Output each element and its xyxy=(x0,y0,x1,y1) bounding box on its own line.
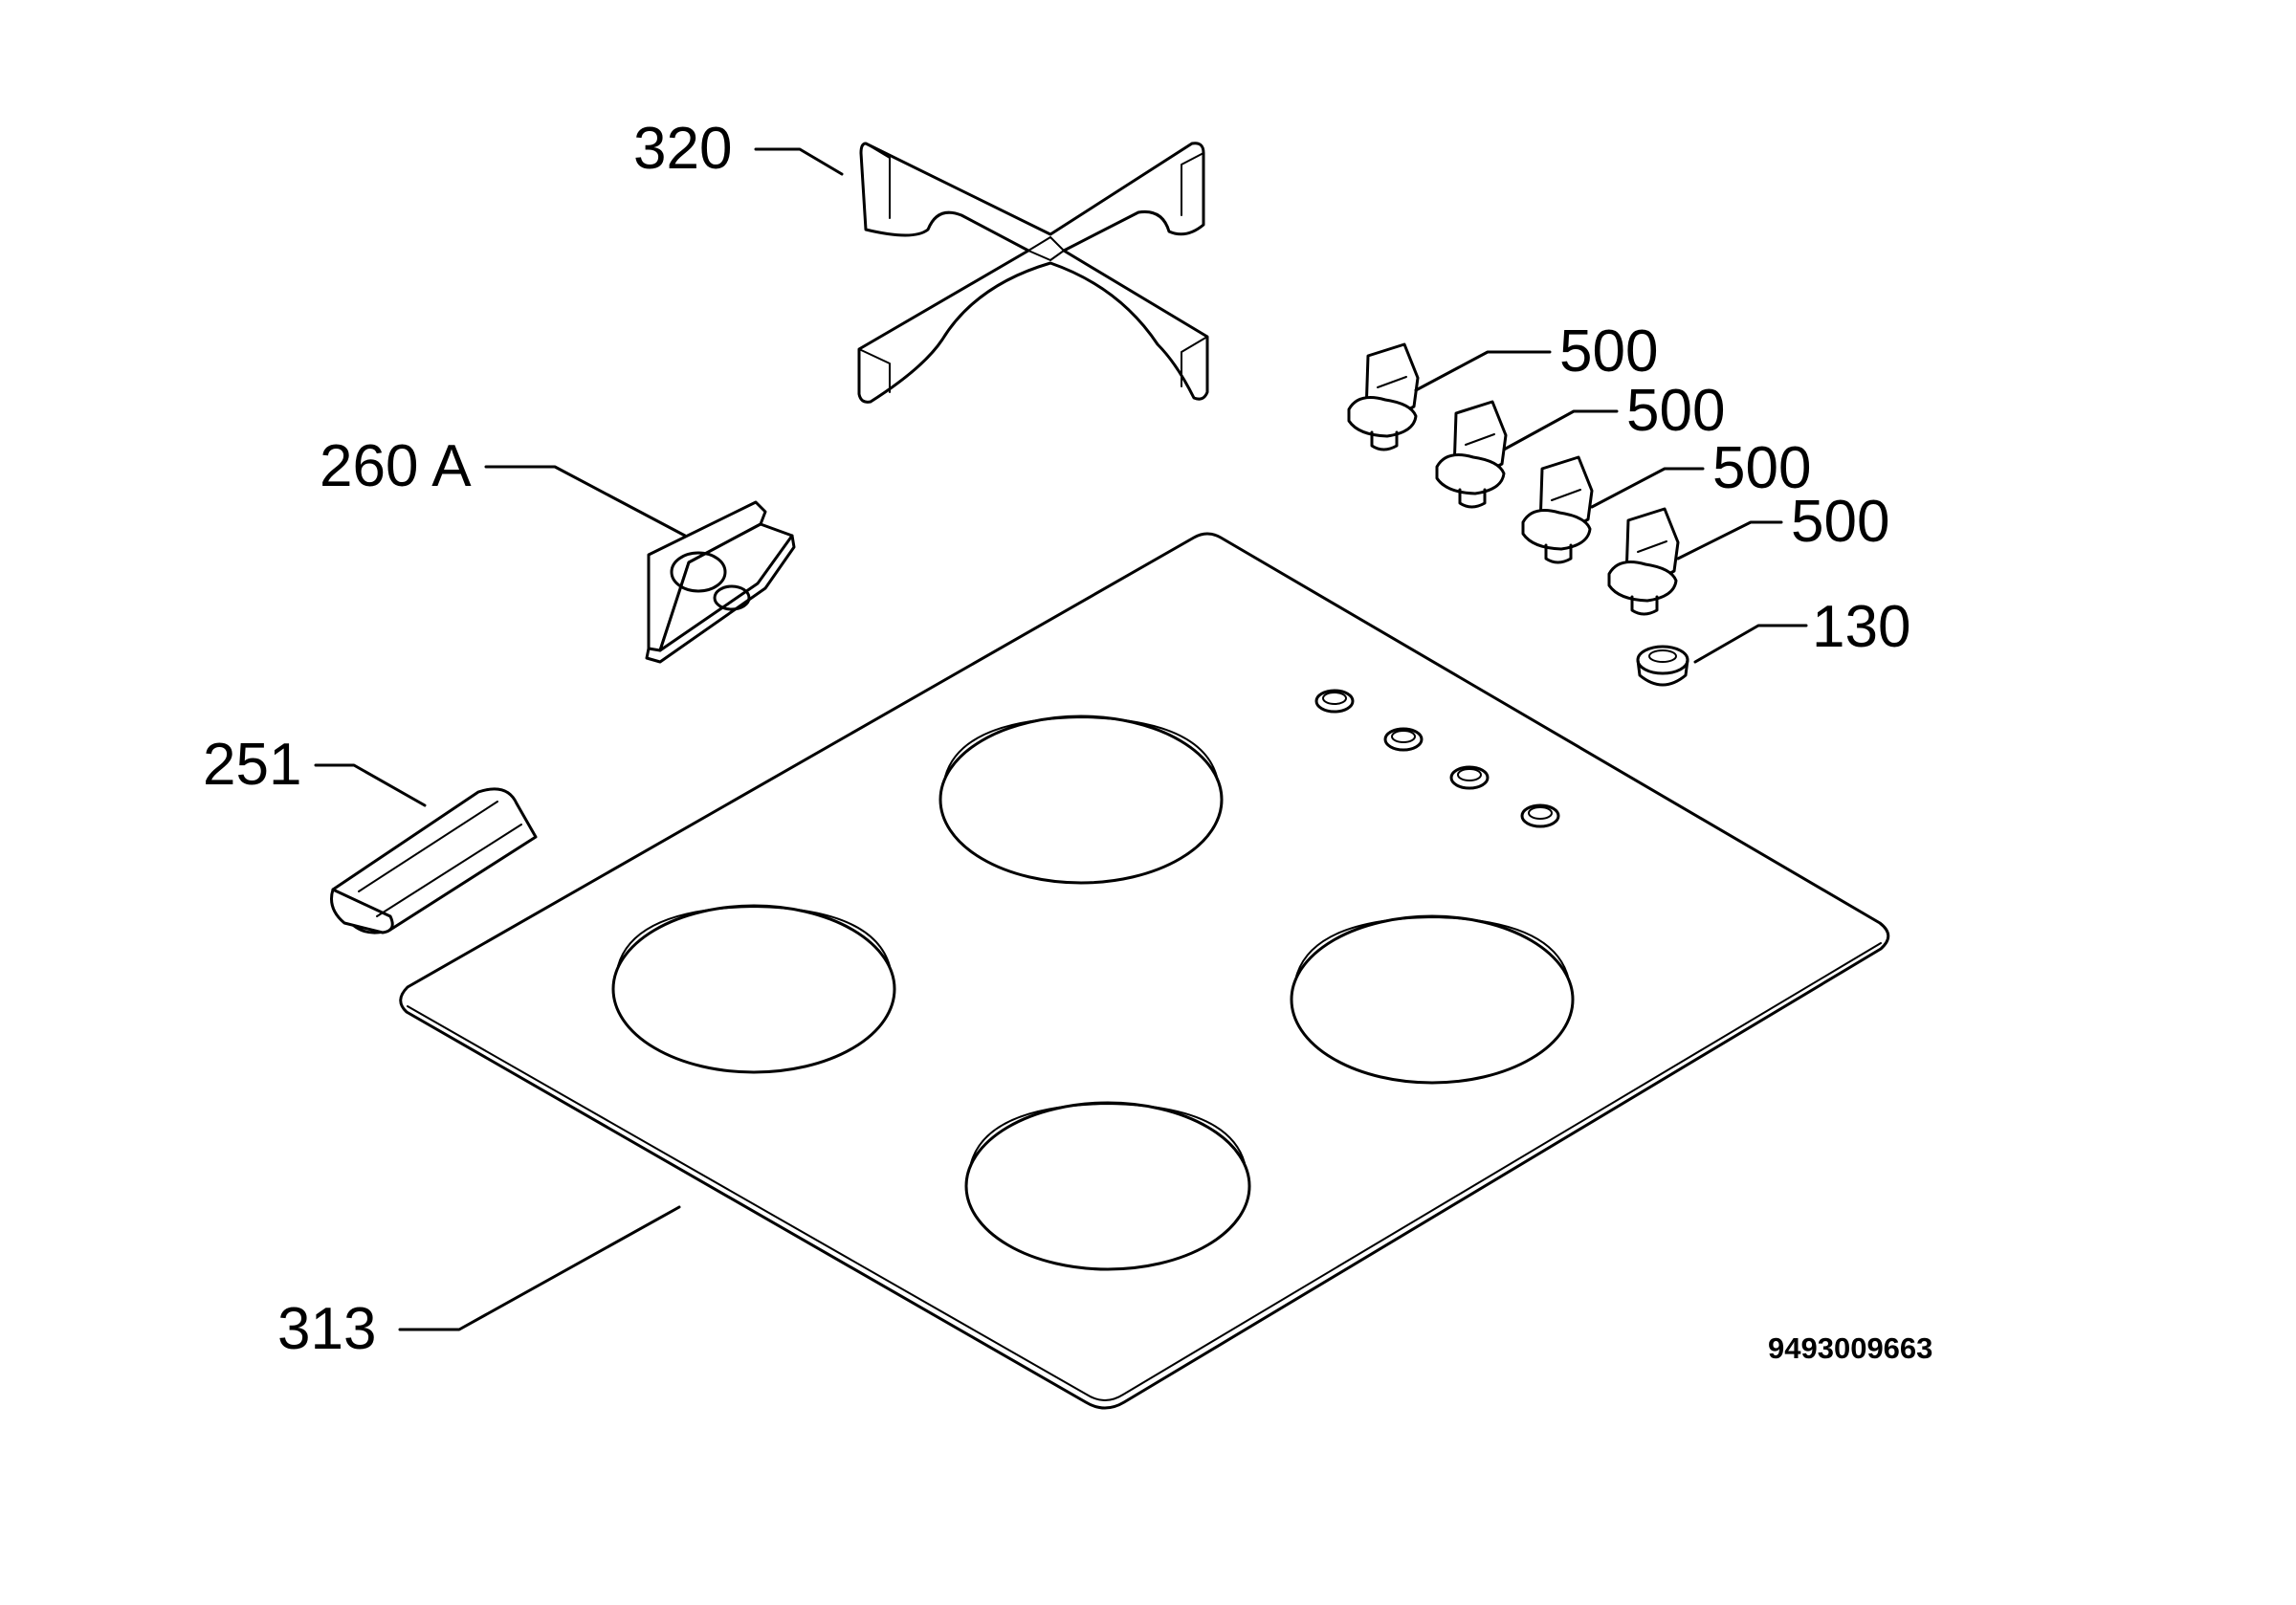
burner-hole-rear xyxy=(938,715,1224,885)
callout-500-4: 500 xyxy=(1791,489,1889,555)
leader-260a xyxy=(484,465,687,538)
control-knob-4 xyxy=(1607,507,1680,616)
knob-holes xyxy=(1314,689,1560,828)
leader-500-1 xyxy=(1414,350,1552,392)
burner-hole-left xyxy=(611,904,896,1074)
callout-500-2: 500 xyxy=(1626,378,1725,444)
leader-251 xyxy=(314,763,427,807)
callout-130: 130 xyxy=(1812,594,1910,660)
burner-hole-right xyxy=(1290,914,1575,1085)
callout-251: 251 xyxy=(203,732,301,798)
fixing-clip xyxy=(330,787,538,934)
callout-313: 313 xyxy=(277,1296,376,1362)
control-knob-1 xyxy=(1347,342,1420,451)
burner-hole-front xyxy=(964,1101,1251,1271)
control-knob-2 xyxy=(1435,400,1508,509)
callout-500-3: 500 xyxy=(1712,435,1811,501)
hob-top-panel xyxy=(399,532,1890,1410)
callout-500-1: 500 xyxy=(1559,319,1658,385)
leader-500-3 xyxy=(1590,467,1705,509)
leader-500-2 xyxy=(1502,409,1619,451)
pan-support-grid xyxy=(857,142,1209,404)
callout-260a: 260 A xyxy=(320,433,472,499)
control-knob-3 xyxy=(1521,455,1594,564)
leader-320 xyxy=(754,147,844,176)
fixing-bracket xyxy=(645,500,796,664)
drawing-code: 9493009663 xyxy=(1768,1331,1932,1365)
callout-320: 320 xyxy=(633,116,732,182)
leader-313 xyxy=(398,1205,681,1331)
knob-hole-plug xyxy=(1636,645,1689,687)
leader-130 xyxy=(1693,624,1808,664)
leader-500-4 xyxy=(1676,520,1783,561)
